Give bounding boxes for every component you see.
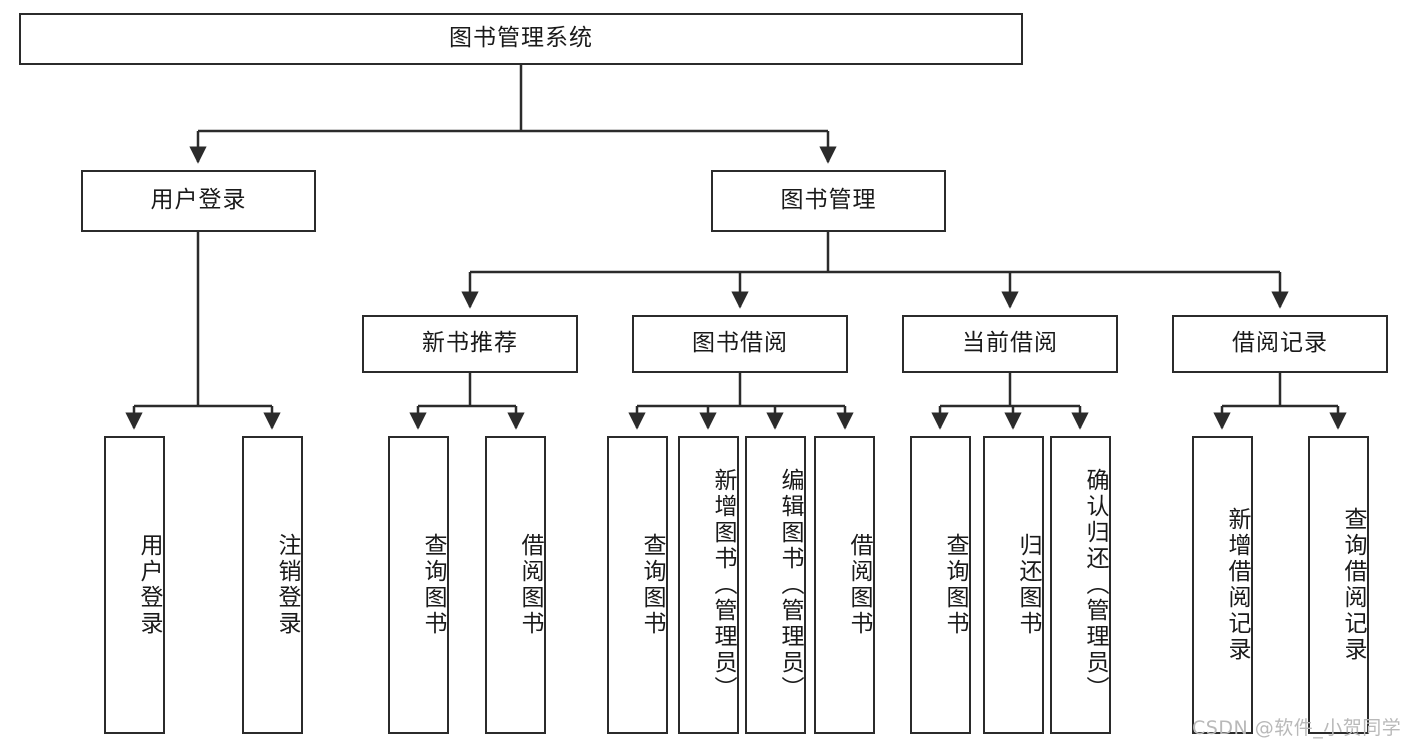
node-user-login-label: 用户登录	[150, 187, 247, 214]
node-leaf-user-logout-label: 注销登录	[274, 533, 300, 637]
node-root-label: 图书管理系统	[449, 25, 593, 52]
node-leaf-confirm-return-admin-label: 确认归还（管理员）	[1082, 468, 1108, 702]
node-leaf-borrow-book-label: 借阅图书	[846, 533, 872, 637]
node-current-borrow[interactable]: 当前借阅	[902, 315, 1118, 373]
node-leaf-add-borrow-record-label: 新增借阅记录	[1224, 507, 1250, 663]
node-book-borrow-label: 图书借阅	[692, 330, 788, 357]
node-new-book-rec[interactable]: 新书推荐	[362, 315, 578, 373]
node-leaf-query-borrow-record[interactable]: 查询借阅记录	[1308, 436, 1369, 734]
node-leaf-borrow-book[interactable]: 借阅图书	[814, 436, 875, 734]
node-leaf-return-book[interactable]: 归还图书	[983, 436, 1044, 734]
node-user-login[interactable]: 用户登录	[81, 170, 316, 232]
node-leaf-confirm-return-admin[interactable]: 确认归还（管理员）	[1050, 436, 1111, 734]
node-leaf-borrow-book-rec-label: 借阅图书	[517, 533, 543, 637]
node-borrow-record[interactable]: 借阅记录	[1172, 315, 1388, 373]
node-leaf-query-book-borrow[interactable]: 查询图书	[607, 436, 668, 734]
node-root[interactable]: 图书管理系统	[19, 13, 1023, 65]
watermark: CSDN @软件_小贺同学	[1192, 717, 1402, 739]
node-leaf-query-borrow-record-label: 查询借阅记录	[1340, 507, 1366, 663]
node-current-borrow-label: 当前借阅	[962, 330, 1058, 357]
node-borrow-record-label: 借阅记录	[1232, 330, 1328, 357]
node-leaf-edit-book-admin-label: 编辑图书（管理员）	[777, 468, 803, 702]
node-leaf-query-book-rec-label: 查询图书	[420, 533, 446, 637]
node-leaf-add-book-admin[interactable]: 新增图书（管理员）	[678, 436, 739, 734]
node-leaf-return-book-label: 归还图书	[1015, 533, 1041, 637]
node-book-manage-label: 图书管理	[780, 187, 877, 214]
node-leaf-query-book-cur[interactable]: 查询图书	[910, 436, 971, 734]
node-leaf-add-borrow-record[interactable]: 新增借阅记录	[1192, 436, 1253, 734]
node-leaf-query-book-borrow-label: 查询图书	[639, 533, 665, 637]
node-book-manage[interactable]: 图书管理	[711, 170, 946, 232]
node-new-book-rec-label: 新书推荐	[422, 330, 518, 357]
node-book-borrow[interactable]: 图书借阅	[632, 315, 848, 373]
node-leaf-edit-book-admin[interactable]: 编辑图书（管理员）	[745, 436, 806, 734]
node-leaf-user-login[interactable]: 用户登录	[104, 436, 165, 734]
node-leaf-borrow-book-rec[interactable]: 借阅图书	[485, 436, 546, 734]
node-leaf-query-book-rec[interactable]: 查询图书	[388, 436, 449, 734]
node-leaf-user-logout[interactable]: 注销登录	[242, 436, 303, 734]
node-leaf-user-login-label: 用户登录	[136, 533, 162, 637]
node-leaf-add-book-admin-label: 新增图书（管理员）	[710, 468, 736, 702]
node-leaf-query-book-cur-label: 查询图书	[942, 533, 968, 637]
